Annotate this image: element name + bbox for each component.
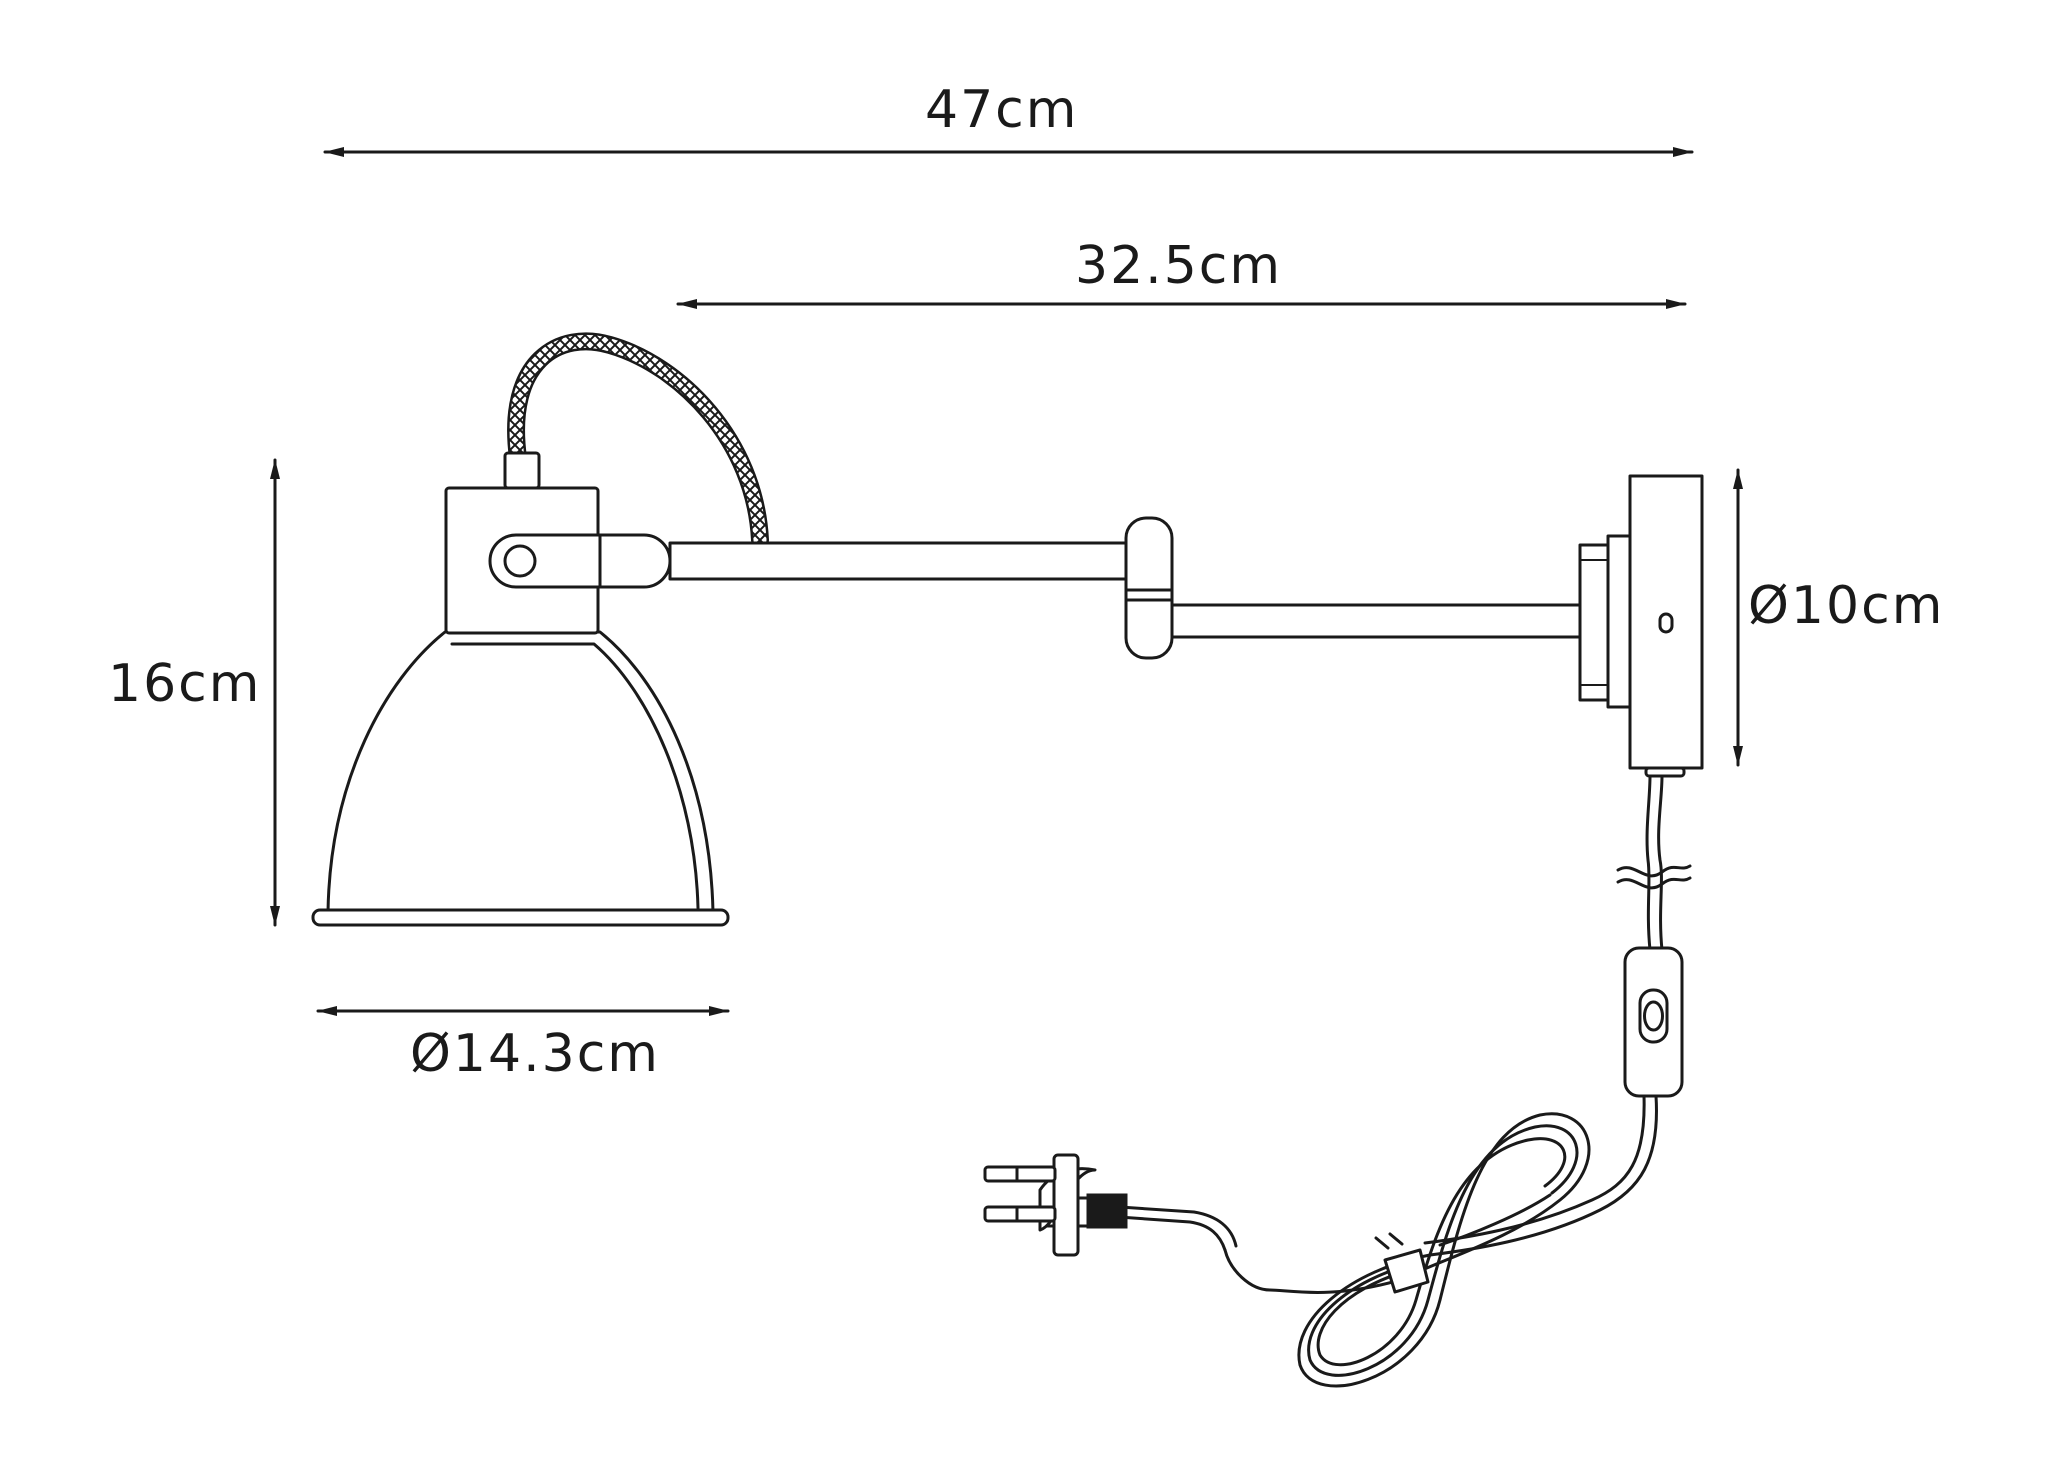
upper-arm: [488, 533, 1132, 589]
height-label: 16cm: [108, 654, 262, 714]
power-cord: [1616, 774, 1692, 952]
lower-arm: [1170, 603, 1582, 639]
coiled-cord: [1088, 1094, 1658, 1388]
wall-bracket: [1578, 534, 1632, 709]
overall-length-label: 47cm: [925, 80, 1079, 140]
wall-base-plate: [1628, 474, 1704, 778]
arm-length-label: 32.5cm: [1075, 236, 1283, 296]
base-diameter-label: Ø10cm: [1748, 576, 1945, 636]
swivel-joint: [1124, 516, 1174, 660]
shade-diameter-label: Ø14.3cm: [410, 1024, 660, 1084]
power-plug: [983, 1153, 1128, 1257]
lamp-shade: [311, 630, 730, 927]
inline-switch: [1623, 946, 1684, 1098]
